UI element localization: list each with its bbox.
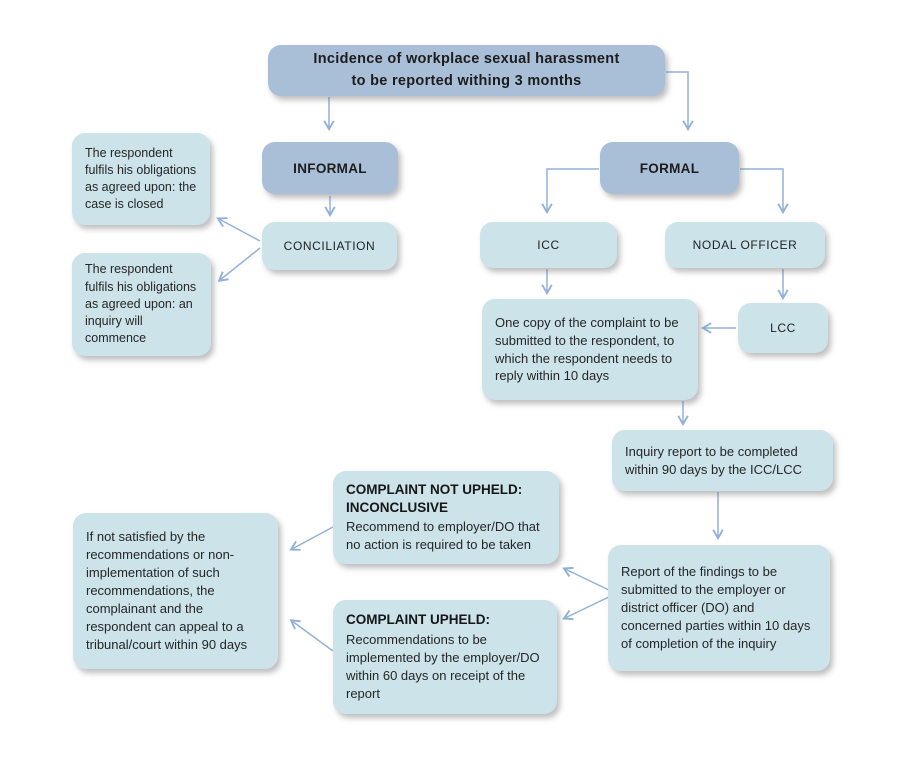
node-title: Incidence of workplace sexual harassment… [268, 45, 665, 96]
node-findings-report: Report of the findings to be submitted t… [608, 545, 830, 671]
arrow-title-to-formal [666, 71, 694, 132]
node-inquiry-commences: The respondent fulfils his obligations a… [72, 253, 211, 356]
node-nodal-officer: NODAL OFFICER [665, 222, 825, 268]
arrow-formal-to-nodal-officer [740, 168, 789, 215]
node-appeal: If not satisfied by the recommendations … [73, 513, 278, 669]
node-appeal-text: If not satisfied by the recommendations … [86, 529, 248, 652]
node-conciliation: CONCILIATION [262, 222, 397, 270]
arrow-conciliation-to-case-closed [216, 217, 261, 242]
node-complaint-upheld-heading: COMPLAINT UPHELD: [346, 612, 490, 628]
node-complaint-upheld: COMPLAINT UPHELD: Recommendations to be … [333, 600, 557, 714]
node-formal: FORMAL [600, 142, 739, 194]
node-inquiry-report: Inquiry report to be completed within 90… [612, 430, 833, 491]
arrow-findings-to-not-upheld [562, 566, 614, 593]
node-complaint-not-upheld-heading: COMPLAINT NOT UPHELD: INCONCLUSIVE [346, 482, 523, 515]
arrow-upheld-to-appeal [289, 619, 334, 652]
node-informal: INFORMAL [262, 142, 398, 194]
node-case-closed-text: The respondent fulfils his obligations a… [85, 145, 197, 212]
node-inquiry-commences-text: The respondent fulfils his obligations a… [85, 262, 197, 346]
arrow-conciliation-to-inquiry-commences [217, 247, 261, 282]
node-case-closed: The respondent fulfils his obligations a… [72, 133, 210, 225]
node-complaint-not-upheld-body: Recommend to employer/DO that no action … [346, 519, 540, 553]
node-complaint-copy-text: One copy of the complaint to be submitte… [495, 314, 679, 384]
node-inquiry-report-text: Inquiry report to be completed within 90… [625, 443, 803, 477]
node-complaint-upheld-body: Recommendations to be implemented by the… [346, 631, 540, 701]
node-icc: ICC [480, 222, 617, 268]
node-findings-report-text: Report of the findings to be submitted t… [621, 564, 811, 651]
node-complaint-not-upheld: COMPLAINT NOT UPHELD: INCONCLUSIVE Recom… [333, 471, 559, 564]
node-complaint-copy: One copy of the complaint to be submitte… [482, 299, 698, 400]
arrow-formal-to-icc [541, 168, 599, 215]
node-lcc: LCC [738, 303, 828, 353]
arrow-not-upheld-to-appeal [289, 526, 334, 551]
arrow-findings-to-upheld [562, 594, 614, 621]
